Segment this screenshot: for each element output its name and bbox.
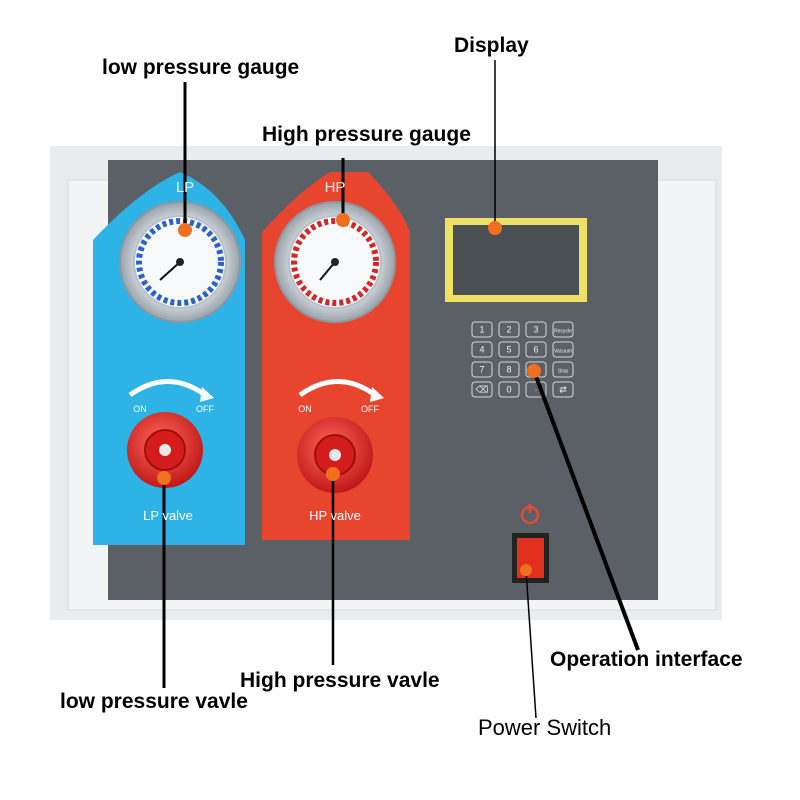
lp-valve-label: LP valve — [143, 508, 193, 523]
label-display: Display — [454, 34, 529, 57]
display-screen[interactable] — [453, 225, 579, 295]
marker-lp-gauge — [178, 223, 192, 237]
keypad-key[interactable]: 7 — [471, 361, 493, 378]
keypad-key-label: ⌫ — [476, 385, 489, 395]
lp-valve-knob[interactable] — [127, 379, 214, 489]
label-low-pressure-gauge: low pressure gauge — [102, 56, 300, 79]
label-high-pressure-valve: High pressure vavle — [240, 669, 440, 692]
keypad-key[interactable]: 8 — [498, 361, 520, 378]
label-high-pressure-gauge: High pressure gauge — [262, 123, 471, 146]
keypad-key-label: 4 — [479, 345, 484, 355]
keypad-key[interactable]: ⇄ — [552, 381, 574, 398]
hp-gauge — [274, 201, 396, 323]
keypad-key[interactable]: 3 — [525, 321, 547, 338]
keypad-key-label: 0 — [506, 385, 511, 395]
hp-off-label: OFF — [361, 404, 379, 414]
keypad-key-label: 5 — [506, 345, 511, 355]
keypad-key-label: 7 — [479, 365, 484, 375]
hp-panel-label: HP — [325, 179, 346, 196]
markers — [157, 213, 541, 576]
keypad-key[interactable]: 0 — [498, 381, 520, 398]
marker-keypad — [527, 364, 541, 378]
keypad-key[interactable]: ⌫ — [471, 381, 493, 398]
keypad-key-label: 2 — [506, 325, 511, 335]
lp-off-label: OFF — [196, 404, 214, 414]
keypad-key-label: ⇄ — [559, 385, 567, 395]
keypad-key-label: 6 — [533, 345, 538, 355]
keypad-key-label: Stop — [558, 369, 569, 375]
marker-display — [488, 221, 502, 235]
marker-hp-gauge — [336, 213, 350, 227]
keypad-key[interactable]: 1 — [471, 321, 493, 338]
marker-lp-valve — [157, 471, 171, 485]
lp-on-label: ON — [133, 404, 147, 414]
keypad-key[interactable]: 4 — [471, 341, 493, 358]
keypad-key[interactable]: Stop — [552, 361, 574, 378]
keypad-key[interactable]: 5 — [498, 341, 520, 358]
keypad-key[interactable]: 6 — [525, 341, 547, 358]
marker-hp-valve — [326, 467, 340, 481]
keypad-key-label: · — [535, 385, 538, 395]
marker-power-switch — [520, 564, 532, 576]
label-power-switch: Power Switch — [478, 715, 612, 740]
leader-lines — [162, 60, 640, 719]
keypad-key[interactable]: 2 — [498, 321, 520, 338]
keypad-key-label: 8 — [506, 365, 511, 375]
keypad-key-label: Recycle — [554, 329, 572, 335]
label-low-pressure-valve: low pressure vavle — [60, 690, 248, 713]
hp-valve-knob[interactable] — [297, 379, 384, 494]
keypad-key[interactable]: Vacuum — [552, 341, 574, 358]
label-operation-interface: Operation interface — [550, 648, 743, 671]
lp-panel-label: LP — [176, 179, 194, 196]
keypad-key[interactable]: Recycle — [552, 321, 574, 338]
hp-valve-label: HP valve — [309, 508, 361, 523]
lp-gauge — [119, 201, 241, 323]
keypad-key-label: 1 — [479, 325, 484, 335]
hp-on-label: ON — [298, 404, 312, 414]
keypad-key-label: 3 — [533, 325, 538, 335]
keypad-key-label: Vacuum — [554, 349, 572, 355]
